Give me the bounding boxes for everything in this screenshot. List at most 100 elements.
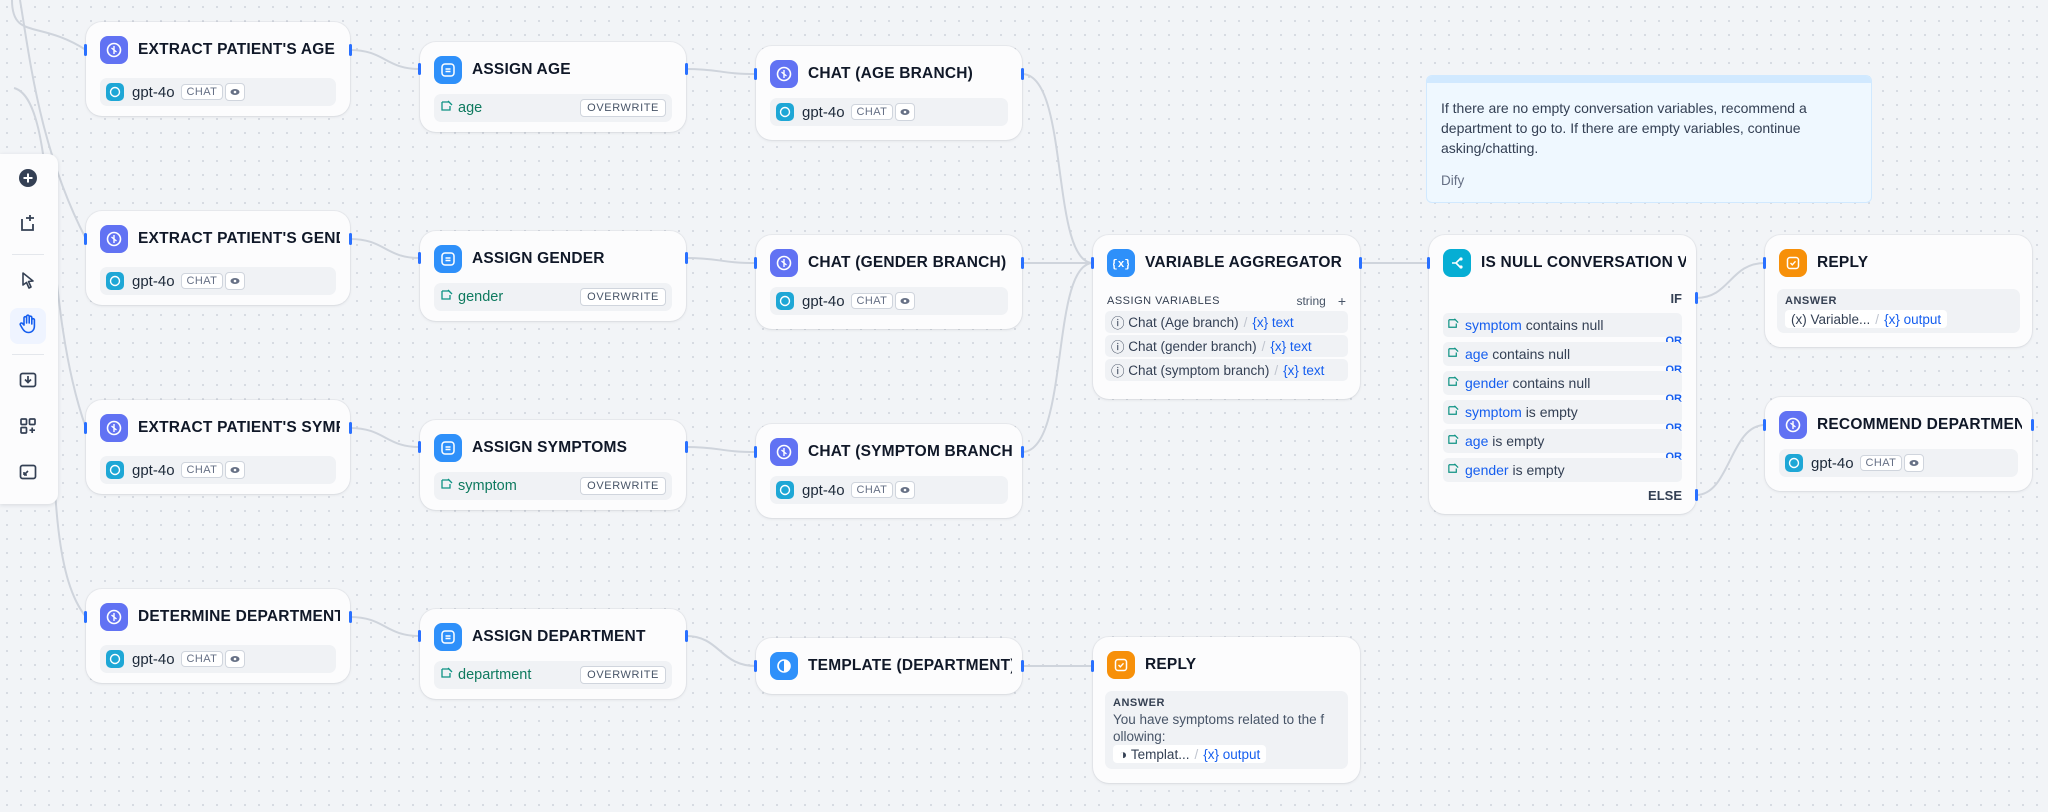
- output-handle[interactable]: [1021, 257, 1024, 269]
- sticky-note[interactable]: If there are no empty conversation varia…: [1426, 75, 1872, 203]
- output-handle[interactable]: [349, 44, 352, 56]
- output-handle[interactable]: [685, 630, 688, 642]
- variable-source: Variable...: [1810, 311, 1871, 327]
- note-header-bar[interactable]: [1427, 76, 1871, 83]
- variable-name: text: [1289, 338, 1312, 354]
- answer-label: ANSWER: [1785, 295, 1837, 307]
- condition-row[interactable]: gender contains null: [1443, 371, 1682, 395]
- variable-aggregator-node[interactable]: {x}VARIABLE AGGREGATOR ASSIGN VARIABLES …: [1091, 235, 1362, 399]
- input-handle[interactable]: [1763, 257, 1766, 269]
- output-handle[interactable]: [1021, 660, 1024, 672]
- add-variable-button[interactable]: +: [1337, 293, 1346, 309]
- aggregated-variable[interactable]: ⓘ Chat (gender branch)/{x} text: [1105, 335, 1348, 357]
- pointer-mode-button[interactable]: [10, 264, 46, 300]
- variable-reference[interactable]: ◑ Templat.../{x} output: [1113, 745, 1267, 763]
- condition-row[interactable]: symptom is empty: [1443, 400, 1682, 424]
- if-output-handle[interactable]: [1695, 292, 1698, 304]
- mode-tag: CHAT: [180, 273, 224, 289]
- add-node-button[interactable]: [10, 162, 46, 198]
- output-handle[interactable]: [685, 441, 688, 453]
- input-handle[interactable]: [418, 630, 421, 642]
- output-handle[interactable]: [349, 233, 352, 245]
- condition-row[interactable]: gender is empty: [1443, 458, 1682, 482]
- input-handle[interactable]: [1427, 257, 1430, 269]
- export-image-button[interactable]: [10, 364, 46, 400]
- model-name: gpt-4o: [132, 650, 175, 668]
- answer-icon: [1779, 249, 1807, 277]
- input-handle[interactable]: [418, 63, 421, 75]
- input-handle[interactable]: [84, 611, 87, 623]
- edge: [685, 635, 757, 667]
- input-handle[interactable]: [418, 441, 421, 453]
- conversation-variable-icon: [1447, 346, 1460, 362]
- output-handle[interactable]: [349, 422, 352, 434]
- input-handle[interactable]: [84, 233, 87, 245]
- conversation-variable-icon: [440, 288, 454, 307]
- aggregated-variable[interactable]: ⓘ Chat (Age branch)/{x} text: [1105, 311, 1348, 333]
- openai-icon: [106, 461, 124, 479]
- input-handle[interactable]: [754, 257, 757, 269]
- condition-row[interactable]: symptom contains null: [1443, 313, 1682, 337]
- variable-source: Chat (Age branch): [1128, 314, 1239, 330]
- input-handle[interactable]: [754, 68, 757, 80]
- fit-view-button[interactable]: [10, 456, 46, 492]
- condition-row[interactable]: age is empty: [1443, 429, 1682, 453]
- else-output-handle[interactable]: [1695, 489, 1698, 501]
- variable-reference[interactable]: (x) Variable.../{x} output: [1785, 310, 1948, 328]
- if-else-node[interactable]: IS NULL CONVERSATION VA IF symptom conta…: [1427, 235, 1698, 514]
- llm-icon: [100, 225, 128, 253]
- output-handle[interactable]: [685, 252, 688, 264]
- output-handle[interactable]: [1021, 446, 1024, 458]
- answer-label: ANSWER: [1113, 697, 1165, 709]
- output-handle[interactable]: [349, 611, 352, 623]
- input-handle[interactable]: [84, 44, 87, 56]
- input-handle[interactable]: [418, 252, 421, 264]
- output-handle[interactable]: [685, 63, 688, 75]
- output-handle[interactable]: [1021, 68, 1024, 80]
- answer-node-main[interactable]: REPLY ANSWER (x) Variable.../{x} output: [1763, 235, 2032, 347]
- template-node-department[interactable]: TEMPLATE (DEPARTMENT): [754, 638, 1024, 694]
- condition-row[interactable]: age contains null: [1443, 342, 1682, 366]
- input-handle[interactable]: [1091, 660, 1094, 672]
- llm-icon: [100, 36, 128, 64]
- node-title: RECOMMEND DEPARTMENT: [1817, 416, 2022, 433]
- input-handle[interactable]: [754, 446, 757, 458]
- variable-name: output: [1222, 746, 1261, 762]
- add-note-button[interactable]: [10, 208, 46, 244]
- input-handle[interactable]: [754, 660, 757, 672]
- output-handle[interactable]: [2031, 419, 2034, 431]
- note-text[interactable]: If there are no empty conversation varia…: [1441, 100, 1807, 156]
- aggregated-variable[interactable]: ⓘ Chat (symptom branch)/{x} text: [1105, 359, 1348, 381]
- output-handle[interactable]: [1359, 257, 1362, 269]
- hand-mode-button[interactable]: [10, 308, 46, 344]
- input-handle[interactable]: [1763, 419, 1766, 431]
- input-handle[interactable]: [1091, 257, 1094, 269]
- input-handle[interactable]: [84, 422, 87, 434]
- organize-nodes-button[interactable]: [10, 410, 46, 446]
- answer-node-department[interactable]: REPLY ANSWER You have symptoms related t…: [1091, 637, 1360, 783]
